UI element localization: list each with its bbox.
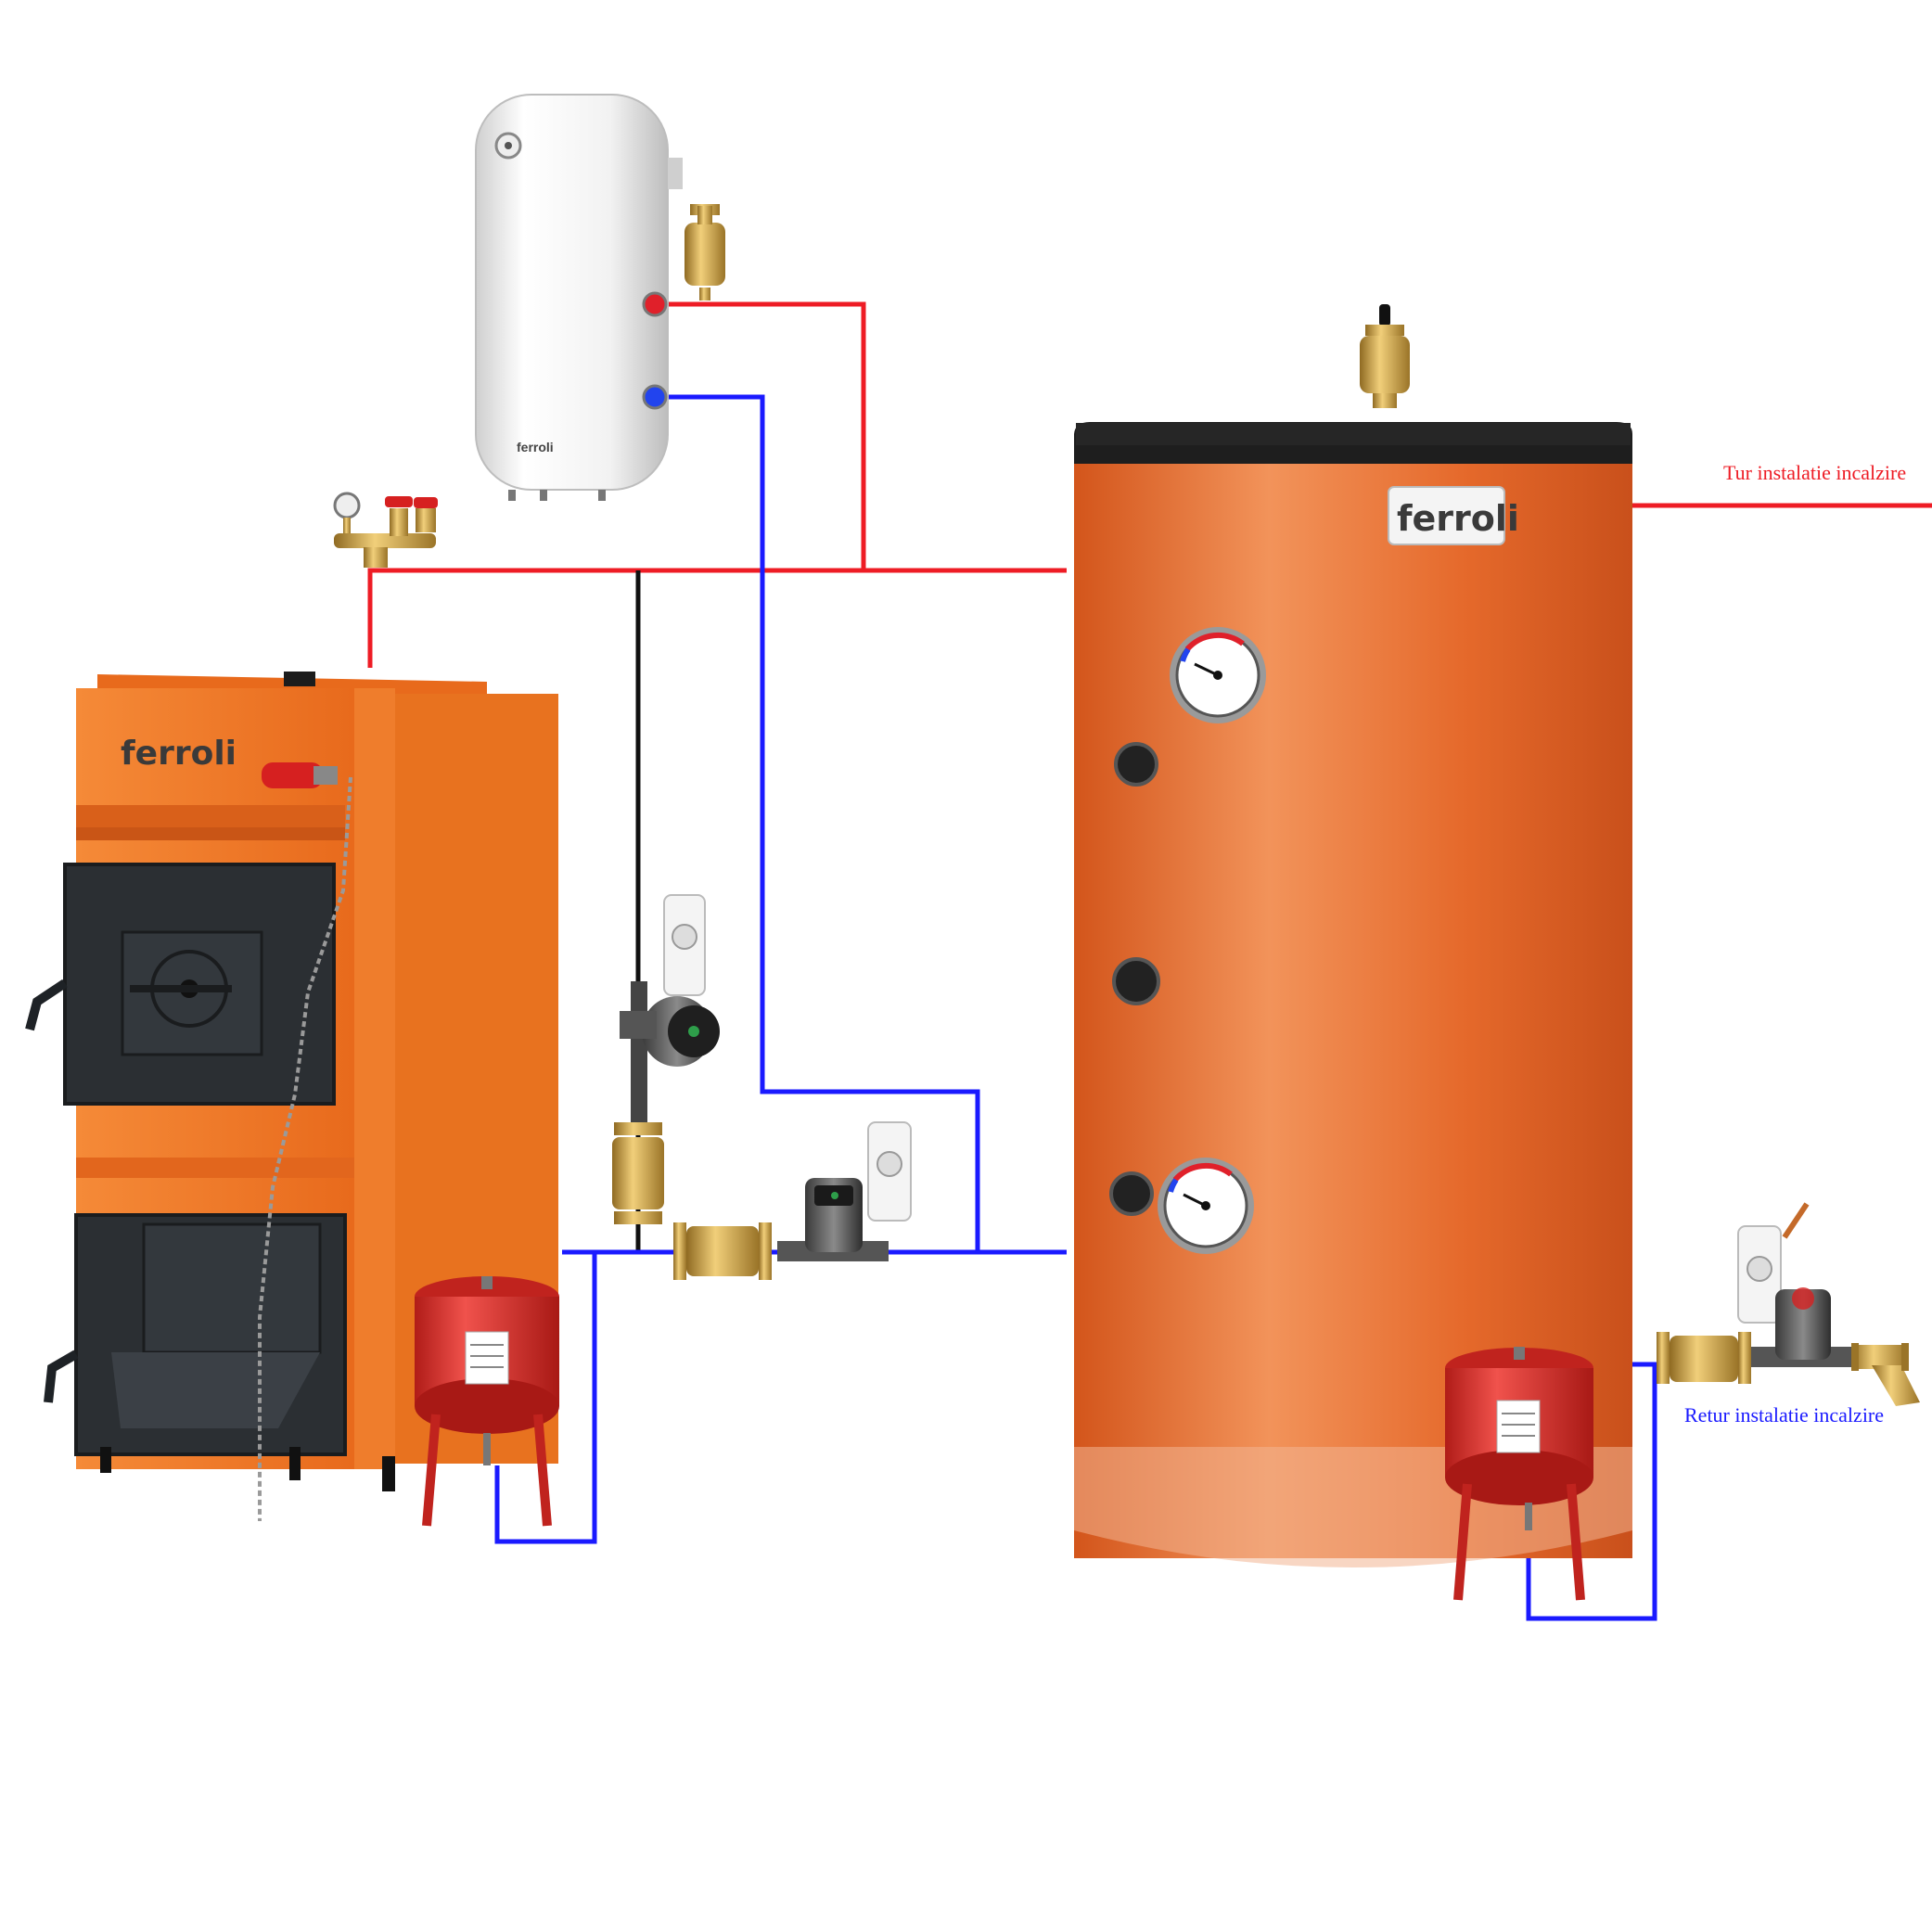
boiler-supply-pipe bbox=[367, 568, 1067, 668]
boiler-regulator-icon bbox=[262, 762, 338, 788]
heating-pump bbox=[1737, 1202, 1862, 1367]
safety-group-icon bbox=[333, 492, 438, 568]
tank-expansion-vessel bbox=[1445, 1347, 1593, 1601]
lower-thermo-manometer-icon bbox=[1158, 1158, 1254, 1254]
heater-supply-pipe bbox=[665, 301, 866, 570]
return-pump bbox=[777, 1121, 912, 1261]
heater-cold-connection-icon bbox=[642, 384, 668, 410]
tank-middle-connection-icon bbox=[1112, 957, 1160, 1005]
bypass-pump bbox=[620, 894, 720, 1130]
heater-hot-connection-icon bbox=[642, 291, 668, 317]
electric-water-heater: ferroli bbox=[475, 94, 683, 501]
boiler-vessel-pipe bbox=[494, 1252, 597, 1544]
tank-sensor-socket-icon bbox=[1114, 742, 1158, 787]
heater-brand-logo: ferroli bbox=[517, 440, 554, 454]
return-label: Retur instalatie incalzire bbox=[1684, 1403, 1885, 1427]
boiler-chain-icon bbox=[258, 776, 352, 1521]
boiler-brand-logo: ferroli bbox=[121, 735, 237, 773]
heating-check-valve-icon bbox=[1657, 1332, 1751, 1384]
tank-brand-logo: ferroli bbox=[1397, 498, 1519, 539]
supply-label: Tur instalatie incalzire bbox=[1723, 461, 1907, 484]
boiler-expansion-vessel bbox=[415, 1276, 559, 1527]
upper-thermo-manometer-icon bbox=[1170, 627, 1266, 723]
tank-air-vent-icon bbox=[1360, 304, 1410, 408]
buffer-storage-tank: ferroli bbox=[1074, 422, 1632, 1567]
tank-lower-sensor-socket-icon bbox=[1109, 1171, 1154, 1216]
bypass-check-valve-icon bbox=[612, 1122, 664, 1224]
tank-brand-plate bbox=[1388, 486, 1505, 545]
heater-return-pipe bbox=[665, 394, 980, 1252]
return-check-valve-icon bbox=[673, 1222, 772, 1280]
tank-vessel-pipe bbox=[1526, 1364, 1657, 1621]
heater-air-vent-icon bbox=[685, 204, 725, 301]
strainer-filter-icon bbox=[1851, 1343, 1920, 1406]
